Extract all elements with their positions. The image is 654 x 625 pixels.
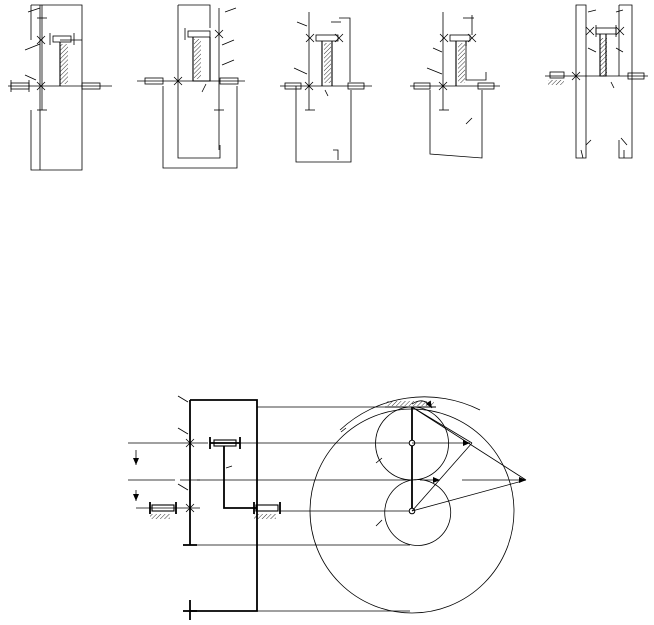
velocity-line [411, 442, 473, 512]
leader-lines [201, 7, 237, 111]
carrier-arm [192, 37, 211, 82]
projection-lines [197, 406, 410, 612]
fixed-ground-hatch [254, 514, 276, 519]
leader-lines [293, 21, 341, 111]
rotation-arrow-icon [411, 400, 433, 409]
panel-c-outline [295, 17, 352, 163]
carrier-arm [321, 41, 333, 86]
bearing-icon [253, 502, 281, 514]
input-bearing-icon [136, 502, 200, 519]
panel-a-outline [30, 4, 83, 171]
panel-e [545, 4, 648, 159]
panel-b-outline [162, 4, 238, 169]
planet-gear-icon [449, 34, 471, 42]
velocity-line [411, 406, 473, 444]
fixed-ground-icon [548, 71, 565, 85]
fixed-ground-hatch [60, 44, 68, 84]
bearing-icon [10, 80, 30, 92]
leader-lines [177, 395, 233, 491]
bearing-icon [144, 77, 164, 85]
dimension-arrows [128, 442, 208, 501]
fixed-ground-hatch [324, 43, 331, 83]
planet-gear-icon [49, 33, 75, 45]
fixed-ground-hatch [600, 38, 607, 76]
bearing-icon [284, 82, 302, 90]
bearing-icon [627, 72, 645, 80]
leader-lines [426, 17, 474, 125]
bearing-icon [477, 82, 495, 90]
panel-b [137, 4, 245, 169]
gear-mesh-mark-icon [36, 35, 46, 91]
fixed-ground-hatch [194, 39, 201, 79]
gear-mesh-mark-icon [304, 33, 344, 91]
fixed-ground-hatch [386, 401, 434, 406]
bearing-icon [81, 82, 101, 90]
panel-c [280, 12, 372, 163]
panel-a [8, 4, 112, 171]
bearing-icon [347, 82, 365, 90]
carrier-outline [189, 399, 258, 620]
bottom-kinematic [128, 395, 281, 620]
leader-lines [340, 427, 383, 527]
planet-gear-icon [184, 28, 211, 40]
velocity-diagram [309, 396, 527, 614]
panel-d [410, 12, 500, 159]
gear-mesh-mark-icon [438, 33, 477, 91]
sun-gear-left [375, 406, 413, 546]
leader-lines [580, 9, 628, 159]
outer-arc [339, 396, 481, 431]
carrier-arm [455, 41, 467, 86]
velocity-line [411, 479, 527, 512]
leader-lines [24, 7, 47, 111]
fixed-ground-hatch [458, 43, 465, 83]
panel-d-outline [429, 46, 487, 159]
carrier-h [223, 446, 257, 509]
bearing-icon [413, 82, 431, 90]
gear-tick-marks [180, 479, 200, 612]
gear-mesh-mark-icon [173, 29, 224, 86]
velocity-line [411, 406, 527, 481]
bearing-icon [219, 77, 239, 85]
planet-gear-icon [315, 34, 339, 42]
panel-e-outline [575, 4, 633, 159]
gear-mesh-mark-icon [571, 26, 625, 81]
